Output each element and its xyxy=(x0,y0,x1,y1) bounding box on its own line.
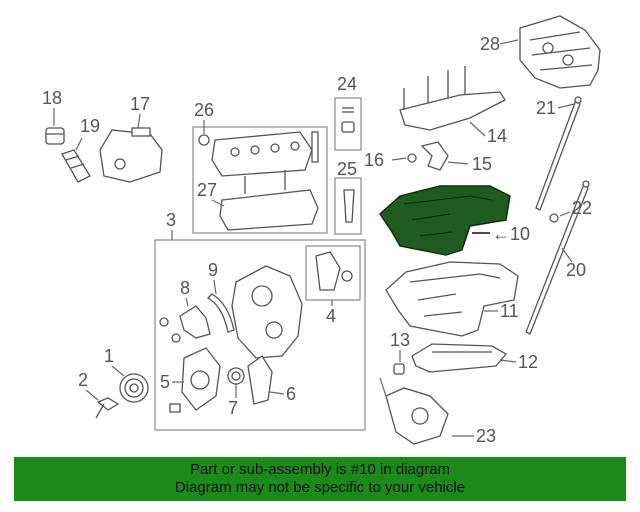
part-21-dipstick-tube[interactable] xyxy=(535,96,582,211)
part-23-oil-pump[interactable] xyxy=(379,377,449,445)
part-7-seal[interactable] xyxy=(227,367,245,385)
part-13-drain-plug[interactable] xyxy=(393,363,405,375)
parts-diagram: 28 14 18 19 17 26 2 xyxy=(42,15,601,446)
part-10-upper-oil-pan[interactable] xyxy=(379,185,511,256)
callout-21: 21 xyxy=(536,98,556,118)
callout-17: 17 xyxy=(130,94,150,114)
part-6-gasket[interactable] xyxy=(247,355,273,405)
callout-2: 2 xyxy=(78,370,88,390)
banner-line-1: Part or sub-assembly is #10 in diagram xyxy=(189,461,451,478)
part-2-bolt[interactable] xyxy=(95,397,120,419)
detail-box-25 xyxy=(334,177,362,235)
part-25-breather-tube[interactable] xyxy=(343,189,355,223)
callout-3: 3 xyxy=(166,210,176,230)
callout-23: 23 xyxy=(476,426,496,446)
callout-20: 20 xyxy=(566,260,586,280)
callout-7: 7 xyxy=(228,398,238,418)
part-28-intake-manifold[interactable] xyxy=(519,15,601,89)
callout-11: 11 xyxy=(500,301,519,321)
part-17-oil-filter-housing[interactable] xyxy=(99,127,163,183)
detail-box-24 xyxy=(334,97,362,151)
callout-27: 27 xyxy=(197,180,217,200)
callout-28: 28 xyxy=(480,34,500,54)
callout-25: 25 xyxy=(337,159,357,179)
callout-9: 9 xyxy=(208,260,218,280)
callout-10: ←10 xyxy=(492,224,530,244)
banner-line-2: Diagram may not be specific to your vehi… xyxy=(174,479,466,496)
callout-8: 8 xyxy=(180,278,190,298)
part-4-seal[interactable] xyxy=(315,251,353,291)
group-box-3 xyxy=(154,239,366,431)
callout-1: 1 xyxy=(104,346,114,366)
part-5-water-pump[interactable] xyxy=(169,347,221,413)
part-3-timing-cover[interactable] xyxy=(231,265,303,359)
callout-18: 18 xyxy=(42,88,62,108)
callout-6: 6 xyxy=(286,384,296,404)
part-19-oil-filter-element[interactable] xyxy=(61,149,91,183)
part-26-valve-cover[interactable] xyxy=(198,131,319,177)
part-16-o-ring[interactable] xyxy=(407,153,417,163)
part-8-tensioner[interactable] xyxy=(159,305,211,343)
info-banner: Part or sub-assembly is #10 in diagram D… xyxy=(14,457,626,501)
callout-16: 16 xyxy=(364,150,384,170)
part-14-bracket[interactable] xyxy=(399,66,506,131)
callout-12: 12 xyxy=(518,352,538,372)
callout-13: 13 xyxy=(390,330,410,350)
part-1-pulley[interactable] xyxy=(119,373,149,403)
callout-19: 19 xyxy=(80,116,100,136)
detail-box-4 xyxy=(305,245,361,301)
callout-26: 26 xyxy=(194,100,214,120)
group-box-26 xyxy=(192,126,328,234)
part-12-oil-pan-baffle[interactable] xyxy=(411,343,507,373)
callout-14: 14 xyxy=(487,126,507,146)
part-27-valve-cover-gasket[interactable] xyxy=(219,170,319,231)
part-9-hose[interactable] xyxy=(206,293,235,333)
callout-4: 4 xyxy=(326,306,336,326)
part-15-oil-tube[interactable] xyxy=(420,141,449,171)
callout-22: 22 xyxy=(572,198,592,218)
part-22-dipstick-seal[interactable] xyxy=(549,213,559,223)
callout-5: 5 xyxy=(160,372,170,392)
part-11-lower-oil-pan[interactable] xyxy=(385,261,519,337)
part-20-dipstick[interactable] xyxy=(525,180,590,335)
part-18-oil-filter-cap[interactable] xyxy=(45,127,65,145)
callout-24: 24 xyxy=(337,74,357,94)
callout-15: 15 xyxy=(472,154,492,174)
part-24-cap[interactable] xyxy=(341,107,355,133)
